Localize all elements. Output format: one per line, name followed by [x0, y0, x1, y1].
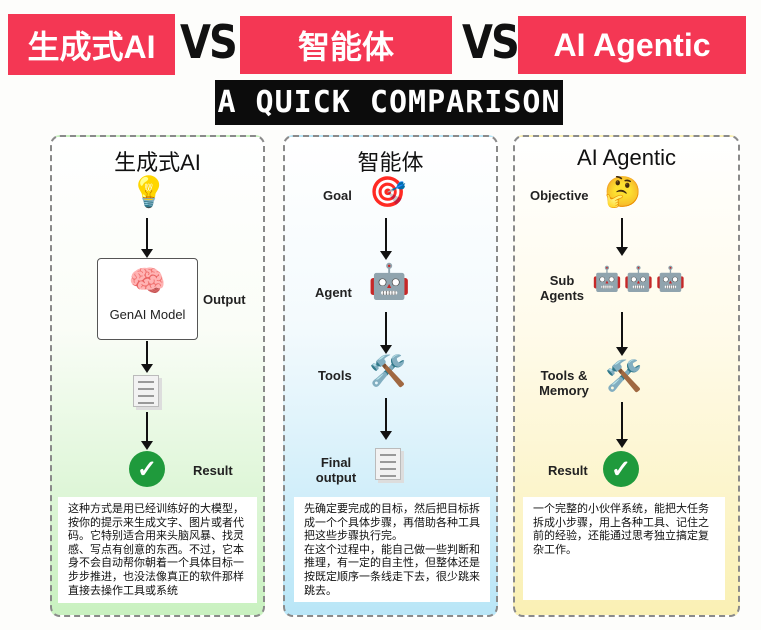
tools-icon: 🛠️ [369, 355, 407, 388]
checkmark-icon: ✓ [129, 451, 165, 487]
target-icon: 🎯 [369, 176, 407, 209]
goal-label: Goal [323, 188, 352, 203]
checkmark-icon: ✓ [603, 451, 639, 487]
arrow-icon [380, 398, 392, 440]
column-title: 智能体 [357, 150, 424, 175]
document-icon [375, 448, 401, 480]
arrow-icon [380, 218, 392, 260]
column-title: AI Agentic [576, 145, 677, 170]
objective-label: Objective [530, 188, 589, 203]
document-icon [133, 375, 159, 407]
column-title: 生成式AI [114, 150, 201, 175]
lightbulb-icon: 💡 [130, 176, 168, 209]
arrow-icon [141, 218, 153, 258]
model-label: GenAI Model [109, 307, 186, 322]
arrow-icon [616, 402, 628, 448]
agent-description: 先确定要完成的目标，然后把目标拆成一个个具体步骤，再借助各种工具把这些步骤执行完… [294, 497, 490, 602]
arrow-icon [380, 312, 392, 354]
agentic-description: 一个完整的小伙伴系统，能把大任务拆成小步骤，用上各种工具、记住之前的经验，还能通… [523, 497, 725, 600]
output-label: Output [203, 292, 246, 307]
title-agentic: AI Agentic [518, 16, 746, 74]
arrow-icon [141, 412, 153, 450]
final-output-label: Final output [315, 455, 357, 485]
vs-label: VS [180, 16, 238, 70]
vs-label: VS [462, 16, 520, 70]
genai-description: 这种方式是用已经训练好的大模型，按你的提示来生成文字、图片或者代码。它特别适合用… [58, 497, 257, 603]
sub-agents-label: Sub Agents [539, 273, 585, 303]
title-genai: 生成式AI [8, 14, 175, 75]
result-label: Result [193, 463, 233, 478]
robot-icon: 🤖🤖🤖 [592, 266, 688, 293]
agent-label: Agent [315, 285, 352, 300]
arrow-icon [141, 341, 153, 373]
arrow-icon [616, 218, 628, 256]
title-agent: 智能体 [240, 16, 452, 74]
arrow-icon [616, 312, 628, 356]
brain-chip-icon: 🧠 [128, 265, 167, 298]
genai-model-box: 🧠 GenAI Model [97, 258, 198, 340]
tools-icon: 🛠️ [605, 360, 643, 393]
tools-label: Tools [318, 368, 352, 383]
thinking-face-icon: 🤔 [604, 176, 642, 209]
comparison-banner: A QUICK COMPARISON [215, 80, 563, 125]
robot-laptop-icon: 🤖 [368, 263, 411, 301]
tools-memory-label: Tools & Memory [539, 368, 589, 398]
result-label: Result [548, 463, 588, 478]
